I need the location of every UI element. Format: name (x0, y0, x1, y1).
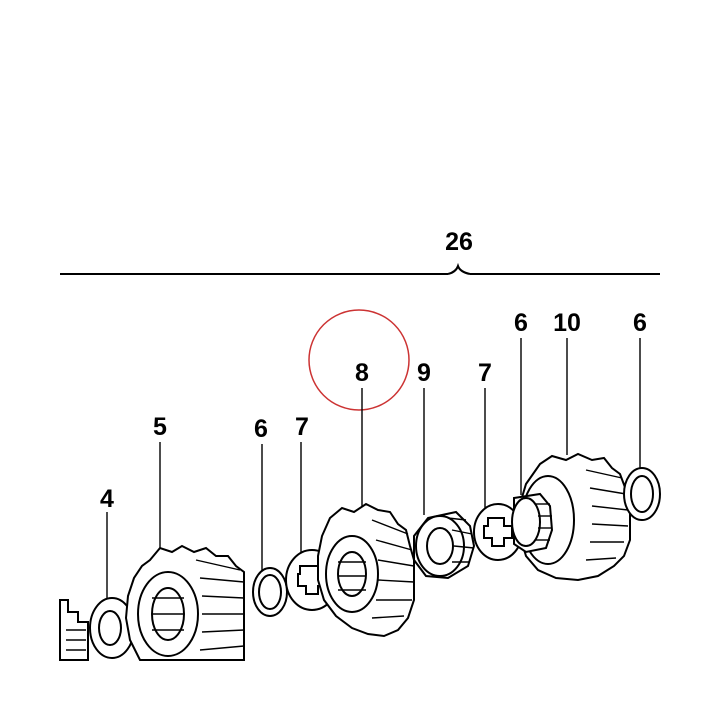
callout-circlip-left: 6 (254, 415, 268, 443)
callout-assembly: 26 (445, 228, 473, 256)
gear-5 (124, 544, 245, 661)
gear-10 (511, 452, 631, 582)
callout-gear-right: 10 (553, 309, 581, 337)
gear-8 (317, 502, 415, 638)
callout-needle-bearing: 9 (417, 359, 431, 387)
callout-splined-washer-right: 7 (478, 359, 492, 387)
circlip-6-right (623, 467, 661, 521)
partial-gear-left (59, 599, 89, 661)
circlip-6-left (252, 567, 288, 617)
highlight-circle (308, 309, 410, 411)
needle-bearing-9 (413, 510, 476, 580)
callout-circlip-middle: 6 (514, 309, 528, 337)
callout-gear-left: 5 (153, 413, 167, 441)
callout-splined-washer-left: 7 (295, 413, 309, 441)
callout-circlip-right: 6 (633, 309, 647, 337)
assembly-bracket (60, 262, 660, 275)
callout-washer-left: 4 (100, 485, 114, 513)
callout-gear-center: 8 (355, 359, 369, 387)
